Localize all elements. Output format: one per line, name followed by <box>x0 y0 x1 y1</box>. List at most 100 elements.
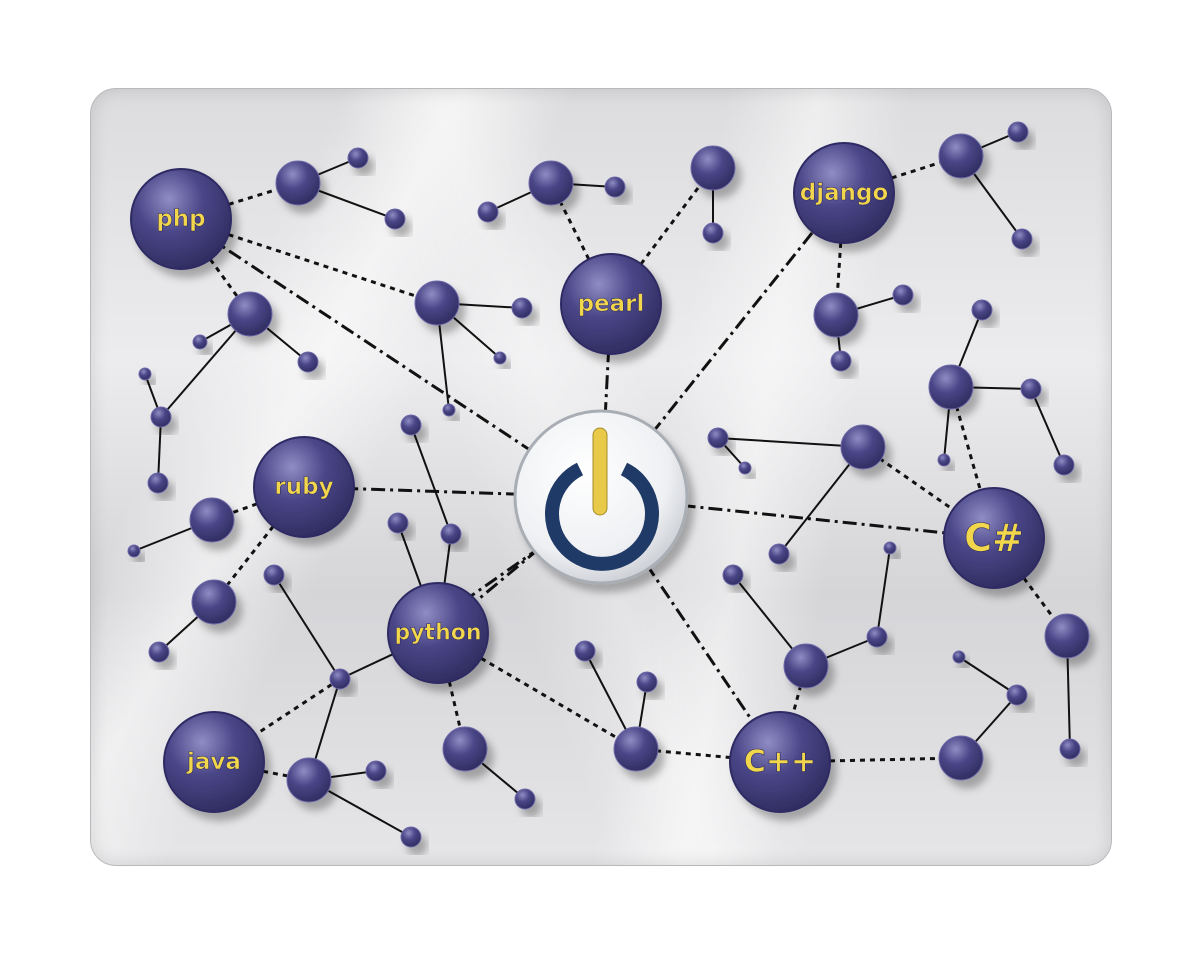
diagram-board: php pearl django ruby python C# java C++ <box>90 88 1112 866</box>
network-node <box>1011 228 1033 250</box>
network-node <box>866 626 888 648</box>
tech-node-php: php <box>130 168 232 270</box>
network-node <box>690 145 736 191</box>
dotted-connector <box>437 631 637 751</box>
network-node <box>147 472 169 494</box>
network-node <box>938 133 984 179</box>
network-node <box>365 760 387 782</box>
network-node <box>442 403 456 417</box>
tech-node-circle <box>793 142 895 244</box>
network-node <box>400 826 422 848</box>
network-node <box>347 147 369 169</box>
power-stem <box>592 427 608 516</box>
network-node <box>1059 738 1081 760</box>
solid-connector <box>717 437 864 448</box>
network-node <box>722 564 744 586</box>
tech-node-csharp: C# <box>943 487 1045 589</box>
network-node <box>928 364 974 410</box>
tech-label-csharp: C# <box>964 516 1024 560</box>
network-node <box>1053 454 1075 476</box>
network-node <box>738 461 752 475</box>
node-layer: php pearl django ruby python C# java C++ <box>127 121 1090 848</box>
solid-connector <box>958 656 1018 696</box>
network-node <box>892 284 914 306</box>
network-node <box>189 497 235 543</box>
solid-connector <box>1030 388 1065 466</box>
tech-label-php: php <box>156 206 205 232</box>
network-node <box>286 757 332 803</box>
network-node <box>138 367 152 381</box>
tech-node-circle <box>387 582 489 684</box>
network-node <box>297 351 319 373</box>
network-node <box>938 735 984 781</box>
network-node <box>528 160 574 206</box>
tech-label-ruby: ruby <box>274 474 333 500</box>
network-node <box>937 453 951 467</box>
tech-label-java: java <box>186 749 241 775</box>
solid-connector <box>273 574 341 680</box>
network-node <box>613 726 659 772</box>
tech-node-ruby: ruby <box>253 436 355 538</box>
network-node <box>387 512 409 534</box>
tech-label-pearl: pearl <box>578 291 645 317</box>
tech-node-circle <box>163 711 265 813</box>
network-node <box>150 406 172 428</box>
tech-node-circle <box>253 436 355 538</box>
power-hub <box>513 409 689 585</box>
network-node <box>1020 378 1042 400</box>
network-node <box>329 668 351 690</box>
network-node <box>227 291 273 337</box>
network-node <box>813 292 859 338</box>
tech-node-cpp: C++ <box>729 711 831 813</box>
network-node <box>148 641 170 663</box>
network-node <box>1044 613 1090 659</box>
network-node <box>514 788 536 810</box>
solid-connector <box>160 313 251 418</box>
network-node <box>971 299 993 321</box>
solid-connector <box>778 446 864 555</box>
network-diagram: php pearl django ruby python C# java C++ <box>127 121 1090 848</box>
network-node <box>400 414 422 436</box>
tech-node-circle <box>560 253 662 355</box>
network-node <box>574 640 596 662</box>
tech-node-python: python <box>387 582 489 684</box>
tech-label-python: python <box>394 621 481 646</box>
network-node <box>440 523 462 545</box>
network-node <box>707 427 729 449</box>
network-node <box>263 564 285 586</box>
network-node <box>442 726 488 772</box>
tech-node-circle <box>729 711 831 813</box>
network-node <box>477 201 499 223</box>
network-node <box>702 222 724 244</box>
network-node <box>840 424 886 470</box>
power-icon <box>545 462 659 571</box>
network-node <box>493 351 507 365</box>
network-node <box>511 297 533 319</box>
network-node <box>192 334 208 350</box>
network-node <box>384 208 406 230</box>
network-node <box>783 643 829 689</box>
tech-node-circle <box>130 168 232 270</box>
dotted-connector <box>609 167 715 305</box>
network-node <box>768 543 790 565</box>
hub-connector <box>470 545 542 598</box>
network-node <box>1006 684 1028 706</box>
tech-node-pearl: pearl <box>560 253 662 355</box>
network-node <box>604 176 626 198</box>
tech-node-circle <box>943 487 1045 589</box>
solid-connector <box>876 547 891 638</box>
network-node <box>127 544 141 558</box>
tech-node-java: java <box>163 711 265 813</box>
network-node <box>636 671 658 693</box>
solid-connector <box>410 424 452 535</box>
tech-label-django: django <box>800 180 889 206</box>
solid-connector <box>157 416 162 484</box>
network-node <box>1007 121 1029 143</box>
network-node <box>830 350 852 372</box>
network-node <box>883 541 897 555</box>
network-node <box>414 280 460 326</box>
network-node <box>275 160 321 206</box>
tech-label-cpp: C++ <box>744 745 816 780</box>
network-node <box>191 579 237 625</box>
tech-node-django: django <box>793 142 895 244</box>
